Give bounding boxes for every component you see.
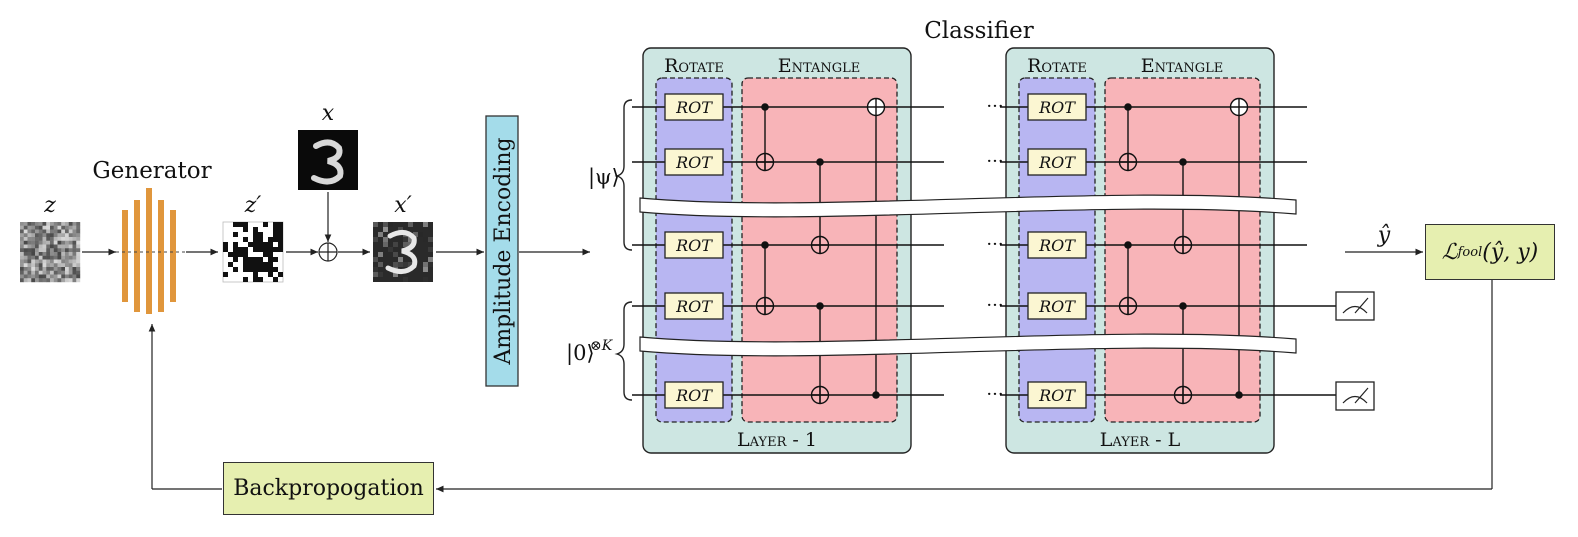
rot-gate-label: ROT: [1038, 153, 1076, 172]
cnot-control-dot: [816, 302, 824, 310]
rot-gate-label: ROT: [675, 98, 713, 117]
rot-gate-label: ROT: [1038, 297, 1076, 316]
z-label: z: [43, 193, 56, 218]
backprop-box: Backpropogation: [223, 462, 434, 515]
loss-args: (ŷ, y): [1482, 239, 1539, 265]
rot-gate: [1027, 292, 1087, 320]
x-label: x: [322, 101, 335, 126]
rot-gate-label: ROT: [675, 297, 713, 316]
backprop-label: Backpropogation: [233, 476, 424, 501]
xor-plus-icon: [318, 242, 338, 262]
loss-box: ℒ fool (ŷ, y): [1425, 224, 1555, 280]
zero-ket-exponent: ⊗K: [590, 338, 614, 354]
cnot-control-dot: [872, 391, 880, 399]
rotate-label: Rotate: [664, 55, 724, 77]
generator-network-icon: [116, 188, 186, 314]
cnot-control-dot: [1124, 241, 1132, 249]
ellipsis: ···: [986, 151, 1003, 172]
rot-gate: [664, 93, 724, 121]
ellipsis: ···: [986, 234, 1003, 255]
wire-break-bottom: [639, 333, 1297, 357]
rot-gate: [664, 292, 724, 320]
generator-bar: [134, 200, 140, 312]
entangle-label: Entangle: [1141, 55, 1223, 77]
z-prime-label: z′: [244, 193, 262, 218]
rot-gate: [1027, 93, 1087, 121]
rot-gate-label: ROT: [1038, 236, 1076, 255]
z-prime-image: [222, 221, 284, 283]
amplitude-encoding-label: Amplitude Encoding: [491, 137, 516, 365]
wire-break-top: [639, 194, 1297, 218]
entangle-label: Entangle: [778, 55, 860, 77]
cnot-control-dot: [1124, 103, 1132, 111]
generator-label: Generator: [92, 158, 211, 184]
zero-brace-icon: [614, 301, 633, 401]
rot-gate-label: ROT: [1038, 386, 1076, 405]
zero-ket-label: |0⟩: [566, 341, 595, 366]
rot-gate-label: ROT: [675, 386, 713, 405]
rot-gate-label: ROT: [1038, 98, 1076, 117]
z-noise-image: [20, 222, 81, 283]
cnot-control-dot: [1179, 302, 1187, 310]
rot-gate: [664, 148, 724, 176]
x-prime-label: x′: [394, 193, 411, 218]
y-hat-label: ŷ: [1377, 223, 1391, 248]
generator-bar: [122, 210, 128, 302]
digit-three-stroke: [311, 139, 344, 185]
rot-gate: [1027, 231, 1087, 259]
cnot-control-dot: [1235, 391, 1243, 399]
layer-ellipsis-group: ··· ··· ··· ··· ···: [986, 96, 1003, 405]
cnot-control-dot: [816, 158, 824, 166]
ellipsis: ···: [986, 96, 1003, 117]
psi-ket-label: |ψ⟩: [588, 165, 620, 190]
meter-icon: [1335, 291, 1375, 321]
layer-caption: Layer - L: [1100, 429, 1181, 451]
classifier-label: Classifier: [924, 18, 1034, 44]
generator-bar: [158, 200, 164, 312]
layer-caption: Layer - 1: [737, 429, 817, 451]
psi-brace-icon: [614, 99, 633, 251]
cnot-control-dot: [1179, 158, 1187, 166]
ellipsis: ···: [986, 295, 1003, 316]
rotate-label: Rotate: [1027, 55, 1087, 77]
amplitude-encoding-box: [485, 115, 519, 387]
rot-gate: [664, 231, 724, 259]
generator-bar: [146, 188, 152, 314]
ellipsis: ···: [986, 384, 1003, 405]
generator-bar: [170, 210, 176, 302]
pipeline-arrows: [82, 192, 1493, 493]
meter-icon: [1335, 381, 1375, 411]
rot-gate-label: ROT: [675, 236, 713, 255]
loss-subscript: fool: [1457, 244, 1483, 260]
x-prime-image: [373, 222, 433, 282]
loss-symbol: ℒ: [1441, 239, 1458, 265]
rot-gate: [664, 381, 724, 409]
rot-gate: [1027, 148, 1087, 176]
cnot-control-dot: [761, 241, 769, 249]
rot-gate-label: ROT: [675, 153, 713, 172]
cnot-control-dot: [761, 103, 769, 111]
rot-gate: [1027, 381, 1087, 409]
